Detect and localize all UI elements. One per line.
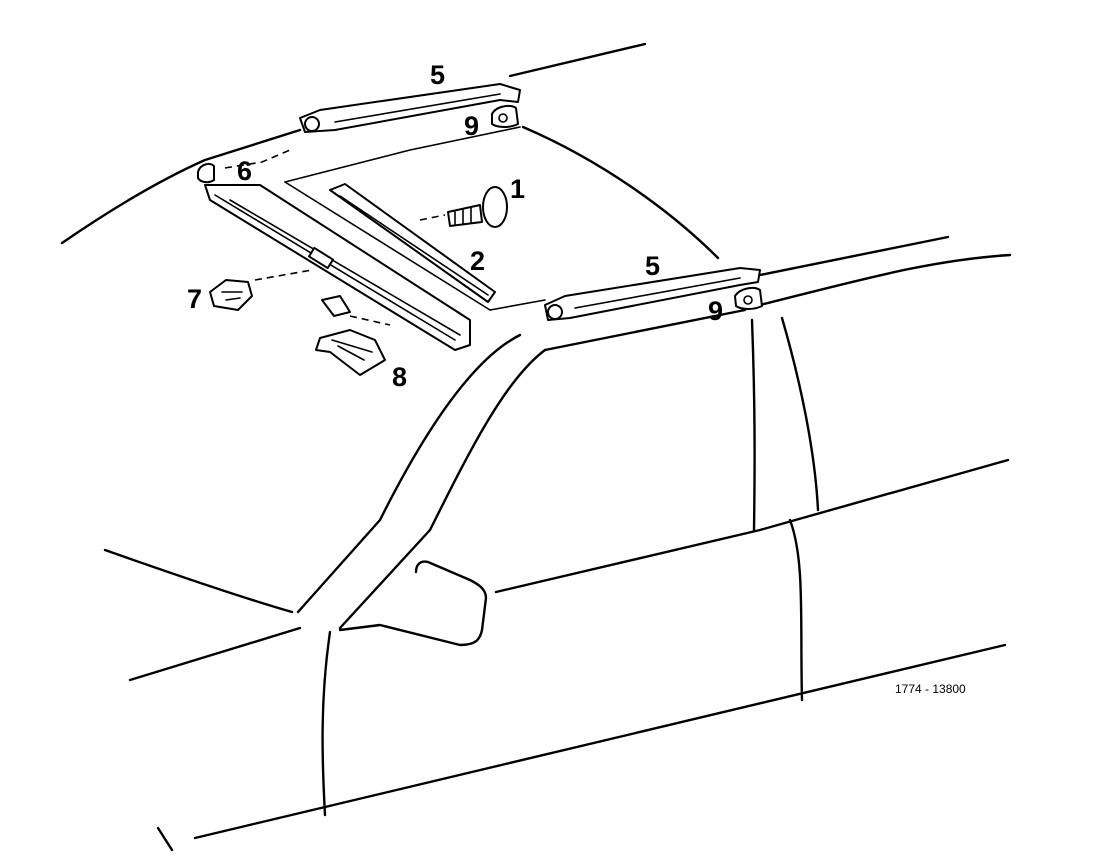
callout-5-lower: 5 bbox=[645, 251, 660, 281]
sunroof-opening bbox=[284, 126, 546, 311]
callout-7: 7 bbox=[187, 284, 202, 314]
guide-block-part bbox=[209, 269, 313, 311]
callout-6: 6 bbox=[237, 156, 252, 186]
callout-2: 2 bbox=[470, 246, 485, 276]
mechanism-part bbox=[315, 295, 391, 376]
callout-9-upper: 9 bbox=[464, 111, 479, 141]
drain-plug-part bbox=[419, 186, 508, 228]
sunroof-panel bbox=[204, 183, 496, 351]
guide-rail-upper bbox=[299, 83, 521, 133]
callout-8: 8 bbox=[392, 362, 407, 392]
clip-part-lower bbox=[734, 287, 763, 310]
callout-labels: 1 2 5 5 6 7 8 9 9 bbox=[187, 60, 723, 392]
callout-9-lower: 9 bbox=[708, 296, 723, 326]
callout-5-upper: 5 bbox=[430, 60, 445, 90]
guide-rail-lower bbox=[544, 267, 761, 321]
part-6-fixing bbox=[197, 149, 291, 184]
reference-code: 1774 - 13800 bbox=[895, 682, 966, 696]
car-body-outline bbox=[60, 42, 1012, 852]
callout-1: 1 bbox=[510, 174, 525, 204]
clip-part-upper bbox=[491, 105, 519, 128]
